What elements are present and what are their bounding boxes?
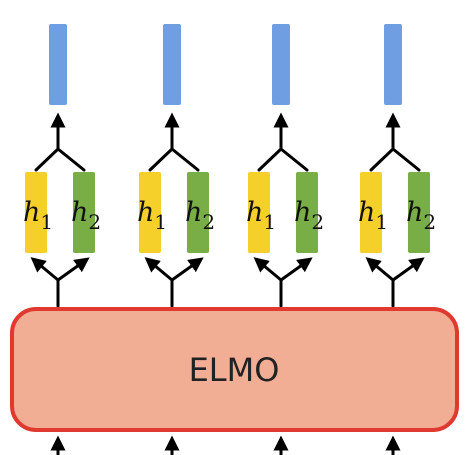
split-arrow-right (279, 257, 313, 282)
column-3: h1 h2 (246, 24, 324, 455)
split-arrow-left (253, 257, 283, 282)
hidden-state-h1-bar (360, 172, 382, 253)
merge-line-left (369, 147, 395, 172)
hidden-state-h1-bar (25, 172, 47, 253)
column-1: h1 h2 (23, 24, 101, 455)
split-arrow-left (144, 257, 174, 282)
hidden-state-h1-bar (248, 172, 270, 253)
split-arrow-right (170, 257, 204, 282)
hidden-state-h2-label: h2 (294, 197, 324, 234)
merge-line-right (56, 147, 86, 172)
column-4: h1 h2 (358, 24, 436, 455)
column-2: h1 h2 (137, 24, 215, 455)
hidden-state-h1-label: h1 (23, 197, 53, 234)
merge-line-right (279, 147, 309, 172)
merge-line-left (257, 147, 283, 172)
hidden-state-h2-bar (187, 172, 209, 253)
hidden-state-h2-label: h2 (71, 197, 101, 234)
hidden-state-h2-bar (296, 172, 318, 253)
hidden-state-h2-label: h2 (185, 197, 215, 234)
split-arrow-left (365, 257, 395, 282)
elmo-box (10, 307, 459, 432)
hidden-state-h1-label: h1 (137, 197, 167, 234)
output-vector (49, 24, 67, 105)
split-arrow-right (56, 257, 90, 282)
hidden-state-h1-label: h1 (358, 197, 388, 234)
hidden-state-h1-bar (139, 172, 161, 253)
split-arrow-left (30, 257, 60, 282)
columns-group: h1 h2 h1 h2 h1 h2 h1 h2 (23, 24, 436, 455)
merge-line-right (391, 147, 421, 172)
elmo-label: ELMO (189, 351, 280, 389)
hidden-state-h2-bar (73, 172, 95, 253)
output-vector (384, 24, 402, 105)
split-arrow-right (391, 257, 425, 282)
hidden-state-h1-label: h1 (246, 197, 276, 234)
hidden-state-h2-bar (408, 172, 430, 253)
merge-line-left (34, 147, 60, 172)
hidden-state-h2-label: h2 (406, 197, 436, 234)
merge-line-left (148, 147, 174, 172)
output-vector (272, 24, 290, 105)
merge-line-right (170, 147, 200, 172)
output-vector (163, 24, 181, 105)
